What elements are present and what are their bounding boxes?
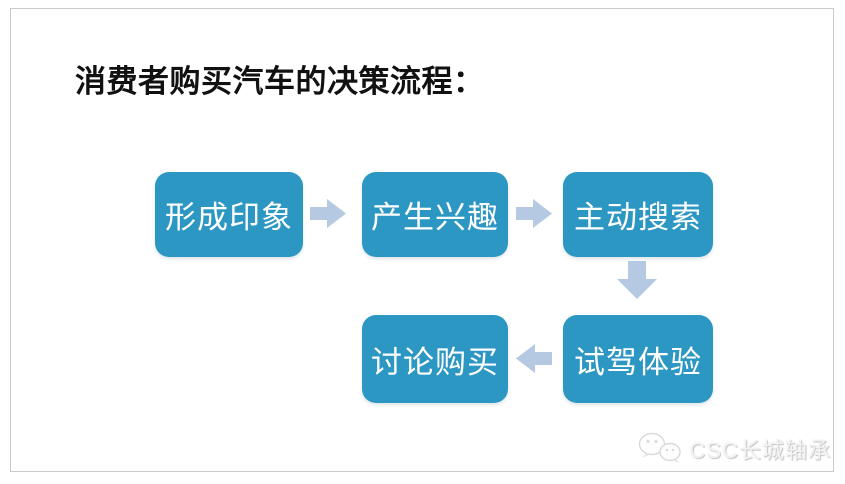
page-title: 消费者购买汽车的决策流程： [75,64,485,99]
arrow-right-icon [310,199,346,228]
flow-step-label: 试驾体验 [574,344,702,380]
wechat-icon [638,432,681,463]
flow-step-label: 主动搜索 [574,200,702,235]
watermark-text: CSC长城轴承 [689,438,831,463]
arrow-down-icon [617,261,657,299]
arrow-right-icon [516,199,552,228]
flow-step-generate-interest: 产生兴趣 [362,172,508,257]
flow-step-discuss-purchase: 讨论购买 [362,315,508,403]
flow-step-label: 形成印象 [165,200,293,235]
flow-step-form-impression: 形成印象 [155,172,303,257]
arrow-left-icon [516,344,552,373]
watermark: CSC长城轴承 [638,432,831,466]
flow-step-label: 讨论购买 [371,344,499,380]
flow-step-active-search: 主动搜索 [563,172,713,257]
flow-step-test-drive: 试驾体验 [563,315,713,403]
flow-step-label: 产生兴趣 [371,200,499,235]
